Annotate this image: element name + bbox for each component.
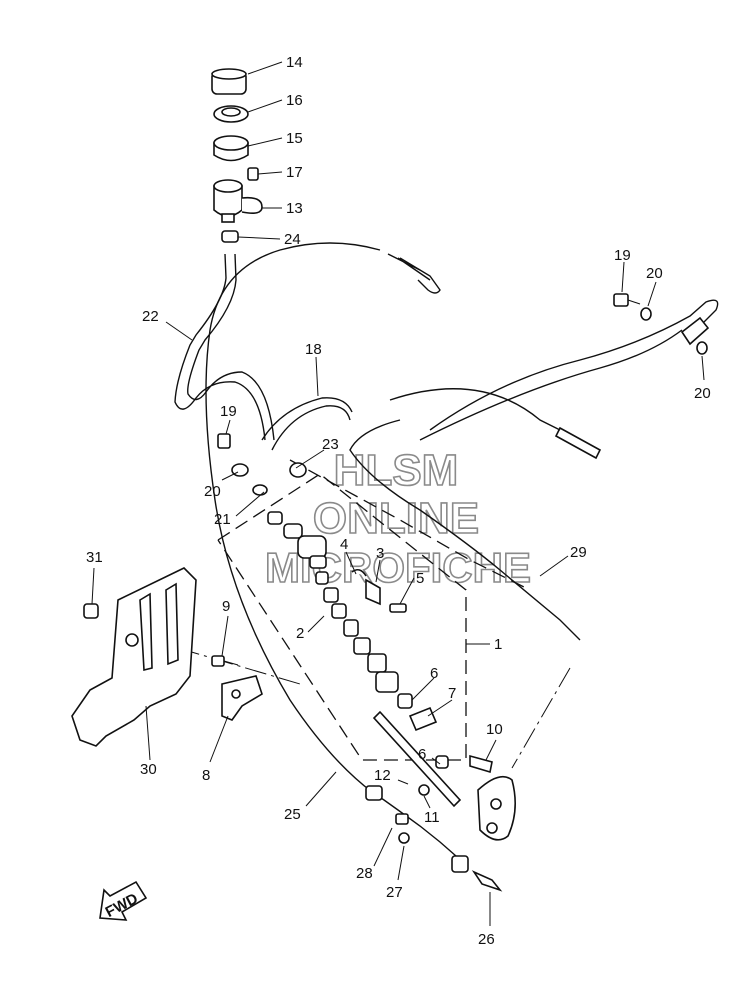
callout-21: 21 bbox=[214, 511, 231, 528]
cable-dashed-path bbox=[289, 459, 531, 591]
watermark-line-1: HLSM bbox=[334, 446, 459, 495]
reservoir-cap-14 bbox=[211, 68, 247, 95]
watermark-line-2: ONLINE bbox=[313, 494, 479, 543]
callout-20-left: 20 bbox=[204, 483, 221, 500]
bolt-9 bbox=[211, 655, 239, 667]
callout-5: 5 bbox=[416, 570, 424, 587]
brake-line-fitting bbox=[680, 316, 710, 346]
hose-clamp-24 bbox=[221, 230, 239, 243]
heel-guard-30 bbox=[71, 567, 197, 747]
watermark: HLSM ONLINE MICROFICHE bbox=[264, 445, 532, 592]
callout-17: 17 bbox=[286, 164, 303, 181]
washer-20-right-b bbox=[696, 341, 708, 355]
cable-29-end bbox=[554, 426, 602, 460]
callout-19-right: 19 bbox=[614, 247, 631, 264]
bolt-31 bbox=[83, 603, 99, 619]
callout-1: 1 bbox=[494, 636, 502, 653]
chain-line bbox=[177, 647, 571, 769]
brake-line-right bbox=[419, 299, 719, 441]
washer-20-right-a bbox=[640, 307, 652, 321]
callout-18: 18 bbox=[305, 341, 322, 358]
reservoir-hose-22 bbox=[174, 253, 275, 441]
cable-top-right bbox=[389, 388, 561, 431]
cable-29 bbox=[349, 419, 581, 641]
callout-20-right-bottom: 20 bbox=[694, 385, 711, 402]
brake-hose-18 bbox=[261, 397, 353, 451]
callout-12: 12 bbox=[374, 767, 391, 784]
callout-25: 25 bbox=[284, 806, 301, 823]
callout-20-right-top: 20 bbox=[646, 265, 663, 282]
fwd-arrow: FWD bbox=[99, 880, 148, 921]
screw-17 bbox=[247, 167, 259, 181]
bracket-8 bbox=[221, 675, 263, 721]
callout-16: 16 bbox=[286, 92, 303, 109]
callout-10: 10 bbox=[486, 721, 503, 738]
callout-31: 31 bbox=[86, 549, 103, 566]
callout-26: 26 bbox=[478, 931, 495, 948]
callout-23: 23 bbox=[322, 436, 339, 453]
callout-22: 22 bbox=[142, 308, 159, 325]
holder-15 bbox=[213, 135, 249, 162]
callout-13: 13 bbox=[286, 200, 303, 217]
callout-6-upper: 6 bbox=[430, 665, 438, 682]
diaphragm-16 bbox=[213, 105, 249, 123]
banjo-bolt-19-left bbox=[217, 433, 231, 449]
leader-lines bbox=[91, 61, 705, 926]
callout-29: 29 bbox=[570, 544, 587, 561]
banjo-bolt-19-right bbox=[613, 293, 641, 307]
callout-4: 4 bbox=[340, 536, 348, 553]
reservoir-tank-13 bbox=[213, 179, 263, 223]
watermark-line-3: MICROFICHE bbox=[265, 544, 531, 591]
callout-9: 9 bbox=[222, 598, 230, 615]
callout-19-left: 19 bbox=[220, 403, 237, 420]
callout-3: 3 bbox=[376, 545, 384, 562]
callout-27: 27 bbox=[386, 884, 403, 901]
cable-end-top bbox=[399, 257, 441, 294]
callout-8: 8 bbox=[202, 767, 210, 784]
callout-6-lower: 6 bbox=[418, 746, 426, 763]
brake-pedal-rod bbox=[365, 710, 516, 892]
callout-24: 24 bbox=[284, 231, 301, 248]
callout-labels: 14 16 15 17 13 24 19 20 20 22 18 19 23 2… bbox=[86, 54, 711, 948]
callout-14: 14 bbox=[286, 54, 303, 71]
callout-15: 15 bbox=[286, 130, 303, 147]
callout-2: 2 bbox=[296, 625, 304, 642]
callout-11: 11 bbox=[424, 809, 440, 826]
callout-30: 30 bbox=[140, 761, 157, 778]
callout-7: 7 bbox=[448, 685, 456, 702]
callout-28: 28 bbox=[356, 865, 373, 882]
